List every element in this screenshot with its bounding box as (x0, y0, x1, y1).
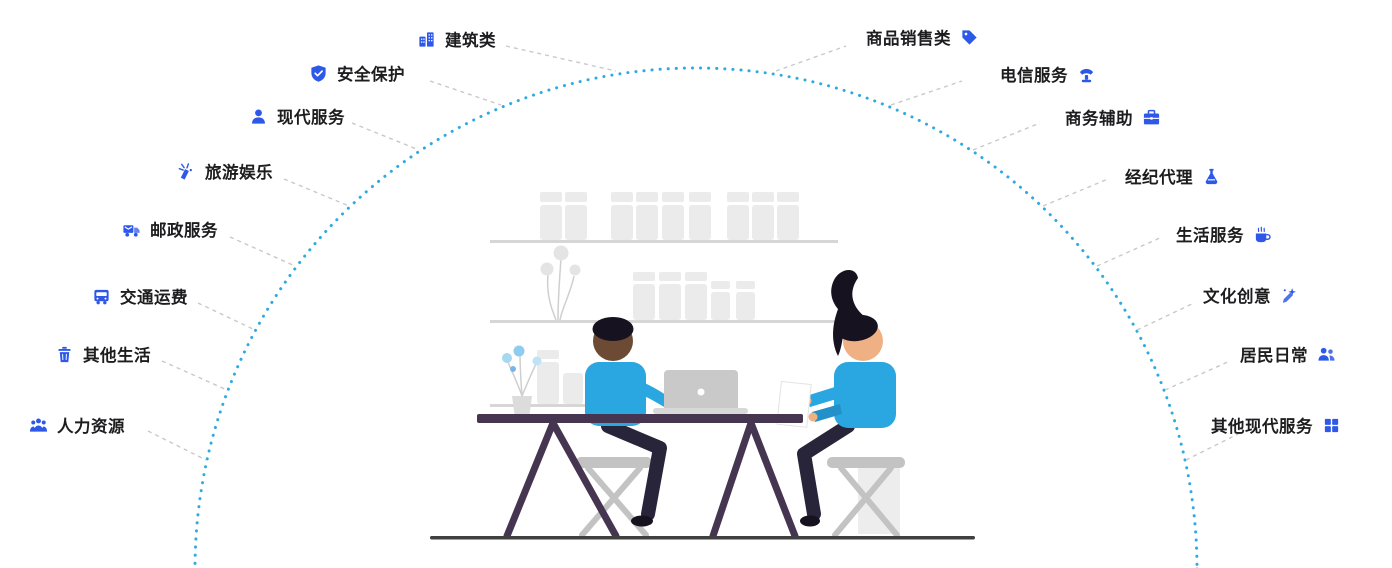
shelf-jars-top (540, 192, 799, 240)
category-other-life[interactable]: 其他生活 (55, 342, 151, 366)
people-icon (1317, 345, 1336, 364)
category-cultural-creative[interactable]: 文化创意 (1203, 283, 1299, 307)
person-icon (249, 107, 268, 126)
category-travel-entertainment[interactable]: 旅游娱乐 (177, 159, 273, 183)
category-label: 现代服务 (277, 109, 345, 127)
category-resident-daily[interactable]: 居民日常 (1240, 342, 1336, 366)
category-telecom[interactable]: 电信服务 (1000, 62, 1096, 86)
category-label: 安全保护 (337, 66, 405, 84)
category-label: 文化创意 (1203, 288, 1271, 306)
category-label: 商品销售类 (866, 30, 951, 48)
right-stool (827, 457, 905, 538)
category-label: 经纪代理 (1125, 169, 1193, 187)
shelf-board-top (490, 240, 838, 243)
category-life-service[interactable]: 生活服务 (1176, 222, 1272, 246)
center-illustration (430, 192, 975, 540)
fireworks-icon (177, 162, 196, 181)
category-modern-service[interactable]: 现代服务 (249, 104, 345, 128)
grid-icon (1322, 416, 1341, 435)
bus-icon (92, 287, 111, 306)
shelf-plant (540, 245, 581, 321)
shield-icon (309, 64, 328, 83)
laptop (653, 370, 748, 414)
floor-line (430, 536, 975, 540)
coffee-icon (1253, 225, 1272, 244)
flower-vase (502, 345, 542, 418)
category-label: 居民日常 (1240, 347, 1308, 365)
category-label: 建筑类 (445, 32, 496, 50)
category-label: 人力资源 (57, 418, 125, 436)
shelf-board-middle (490, 320, 838, 323)
paper-sheet (776, 380, 812, 428)
category-label: 商务辅助 (1065, 110, 1133, 128)
dotted-arc (193, 66, 1199, 568)
category-label: 其他现代服务 (1211, 418, 1313, 436)
category-brokerage[interactable]: 经纪代理 (1125, 164, 1221, 188)
woman-figure (776, 269, 896, 527)
category-label: 其他生活 (83, 347, 151, 365)
shelf-board-lower (490, 404, 610, 407)
mail-truck-icon (122, 220, 141, 239)
briefcase-icon (1142, 108, 1161, 127)
category-goods-sales[interactable]: 商品销售类 (866, 25, 979, 49)
trash-icon (55, 345, 74, 364)
category-label: 旅游娱乐 (205, 164, 273, 182)
building-icon (417, 30, 436, 49)
shelf-jars-middle (633, 272, 755, 320)
category-label: 电信服务 (1000, 67, 1068, 85)
telephone-icon (1077, 65, 1096, 84)
price-tag-icon (960, 28, 979, 47)
category-other-modern-service[interactable]: 其他现代服务 (1211, 413, 1341, 437)
man-figure (585, 317, 675, 527)
left-stool (576, 457, 652, 538)
category-label: 生活服务 (1176, 227, 1244, 245)
magic-wand-icon (1280, 286, 1299, 305)
category-label: 邮政服务 (150, 222, 218, 240)
team-icon (29, 416, 48, 435)
category-construction[interactable]: 建筑类 (417, 27, 496, 51)
flask-icon (1202, 167, 1221, 186)
shelf-jars-lower (537, 350, 583, 404)
category-label: 交通运费 (120, 289, 188, 307)
category-business-support[interactable]: 商务辅助 (1065, 105, 1161, 129)
category-security[interactable]: 安全保护 (309, 61, 405, 85)
category-transport[interactable]: 交通运费 (92, 284, 188, 308)
category-human-resources[interactable]: 人力资源 (29, 413, 125, 437)
category-postal[interactable]: 邮政服务 (122, 217, 218, 241)
desk (477, 414, 803, 540)
